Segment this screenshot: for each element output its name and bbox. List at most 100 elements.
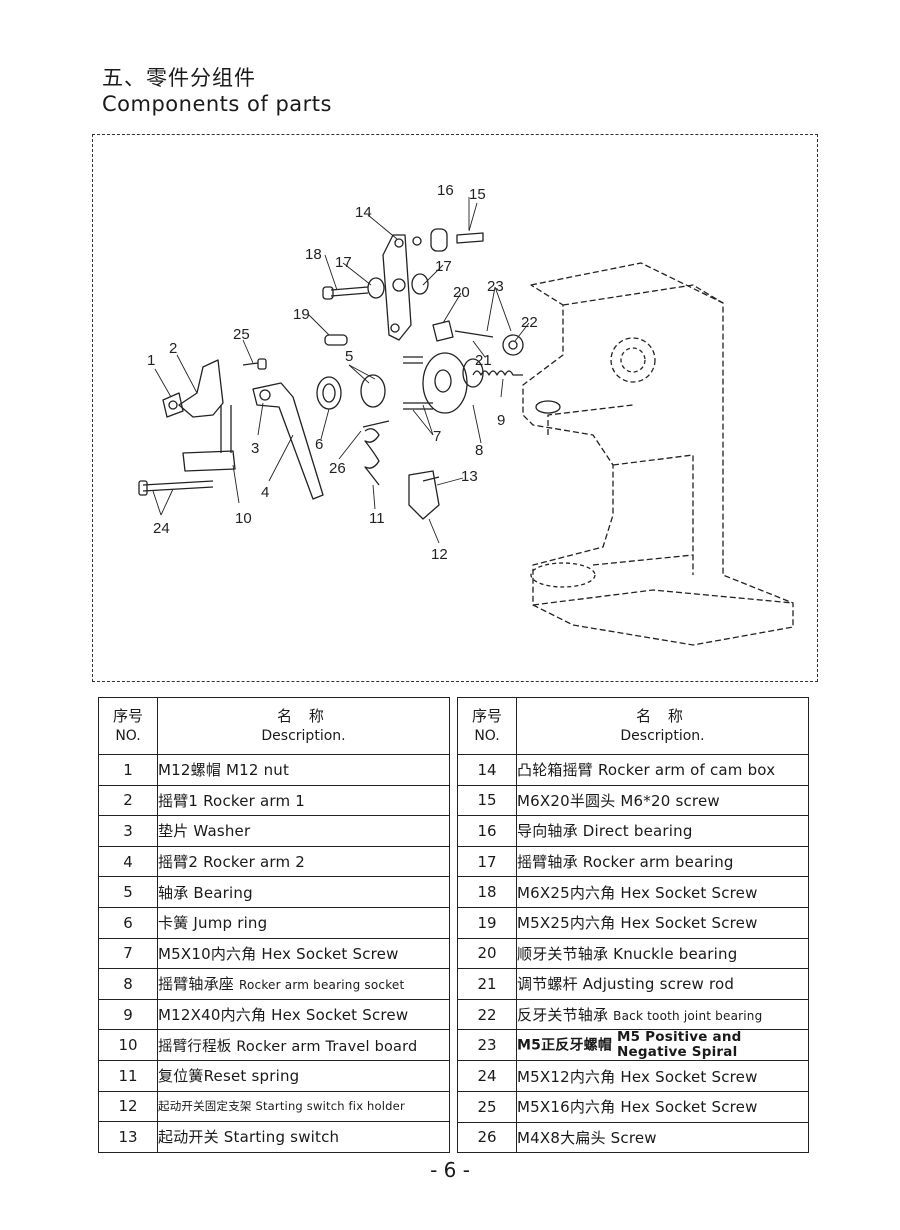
callout-1: 1: [147, 352, 155, 369]
header-desc-cn: 名 称: [636, 707, 689, 725]
page-number: - 6 -: [430, 1158, 470, 1182]
part-no: 17: [457, 845, 517, 878]
header-desc-cn: 名 称: [277, 707, 330, 725]
callout-26: 26: [329, 460, 346, 477]
header-no-en: NO.: [115, 728, 141, 744]
callout-20: 20: [453, 284, 470, 301]
header-no-cell: 序号 NO.: [457, 697, 517, 755]
part-desc: 摇臂2 Rocker arm 2: [157, 845, 450, 878]
part-desc: M12螺帽 M12 nut: [157, 754, 450, 786]
part-no: 9: [98, 998, 158, 1031]
part-desc: 导向轴承 Direct bearing: [516, 815, 809, 847]
header-desc-cell: 名 称 Description.: [157, 697, 450, 755]
table-header-row: 序号 NO. 名 称 Description.: [457, 697, 809, 755]
part-no: 22: [457, 998, 517, 1031]
callout-13: 13: [461, 468, 478, 485]
part-desc: M5X10内六角 Hex Socket Screw: [157, 937, 450, 970]
part-desc: 卡簧 Jump ring: [157, 906, 450, 939]
header-no-cell: 序号 NO.: [98, 697, 158, 755]
part-no: 1: [98, 754, 158, 786]
part-desc-en-line2: Negative Spiral: [617, 1044, 738, 1061]
part-callouts: 1 2 3 4 5 6 7 8 9 10 11 12 13 14 15 16 1…: [147, 182, 538, 563]
part-desc: 摇臂行程板 Rocker arm Travel board: [157, 1029, 450, 1061]
part-desc-cn: 反牙关节轴承: [517, 1006, 609, 1025]
part-desc: 起动开关固定支架 Starting switch fix holder: [157, 1090, 450, 1123]
part-no: 23: [457, 1029, 517, 1062]
part-desc: 反牙关节轴承 Back tooth joint bearing: [516, 998, 809, 1031]
part-no: 15: [457, 784, 517, 817]
callout-22: 22: [521, 314, 538, 331]
part-no: 5: [98, 876, 158, 908]
part-no: 19: [457, 906, 517, 939]
part-desc-en: Back tooth joint bearing: [613, 1009, 763, 1024]
part-desc: 顺牙关节轴承 Knuckle bearing: [516, 937, 809, 970]
callout-24: 24: [153, 520, 170, 537]
section-title-en: Components of parts: [102, 92, 332, 116]
exploded-parts-diagram: 1 2 3 4 5 6 7 8 9 10 11 12 13 14 15 16 1…: [138, 182, 794, 646]
part-no: 3: [98, 815, 158, 847]
part-desc-en: Rocker arm bearing socket: [238, 978, 405, 993]
callout-18: 18: [305, 246, 322, 263]
part-desc: 垫片 Washer: [157, 815, 450, 847]
callout-17: 17: [435, 258, 452, 275]
callout-3: 3: [251, 440, 259, 457]
part-desc: M6X20半圆头 M6*20 screw: [516, 784, 809, 817]
part-desc: M5X16内六角 Hex Socket Screw: [516, 1090, 809, 1123]
callout-9: 9: [497, 412, 505, 429]
callout-21: 21: [475, 352, 492, 369]
exploded-diagram-frame: 1 2 3 4 5 6 7 8 9 10 11 12 13 14 15 16 1…: [92, 134, 818, 682]
part-desc: 调节螺杆 Adjusting screw rod: [516, 968, 809, 1000]
part-desc: 复位簧Reset spring: [157, 1059, 450, 1092]
header-desc-en: Description.: [261, 728, 346, 744]
header-no-en: NO.: [474, 728, 500, 744]
part-desc-en-line1: M5 Positive and: [617, 1029, 742, 1046]
part-no: 6: [98, 906, 158, 939]
part-no: 11: [98, 1059, 158, 1092]
part-no: 21: [457, 968, 517, 1000]
header-desc-en: Description.: [620, 728, 705, 744]
callout-8: 8: [475, 442, 483, 459]
header-no-cn: 序号: [471, 707, 502, 725]
part-no: 18: [457, 876, 517, 908]
callout-5: 5: [345, 348, 353, 365]
callout-7: 7: [433, 428, 441, 445]
callout-11: 11: [369, 510, 385, 527]
callout-12: 12: [431, 546, 448, 563]
part-no: 14: [457, 754, 517, 786]
part-desc: 凸轮箱摇臂 Rocker arm of cam box: [516, 754, 809, 786]
part-desc-cn: 摇臂轴承座: [158, 975, 235, 994]
callout-16: 16: [437, 182, 454, 199]
callout-19: 19: [293, 306, 310, 323]
callout-25: 25: [233, 326, 250, 343]
part-desc: M6X25内六角 Hex Socket Screw: [516, 876, 809, 908]
machine-body-drawing: [522, 262, 794, 646]
part-no: 25: [457, 1090, 517, 1123]
section-title-cn: 五、零件分组件: [102, 66, 256, 90]
part-desc: 摇臂轴承 Rocker arm bearing: [516, 845, 809, 878]
part-no: 13: [98, 1121, 158, 1153]
callout-6: 6: [315, 436, 323, 453]
part-no: 24: [457, 1060, 517, 1092]
